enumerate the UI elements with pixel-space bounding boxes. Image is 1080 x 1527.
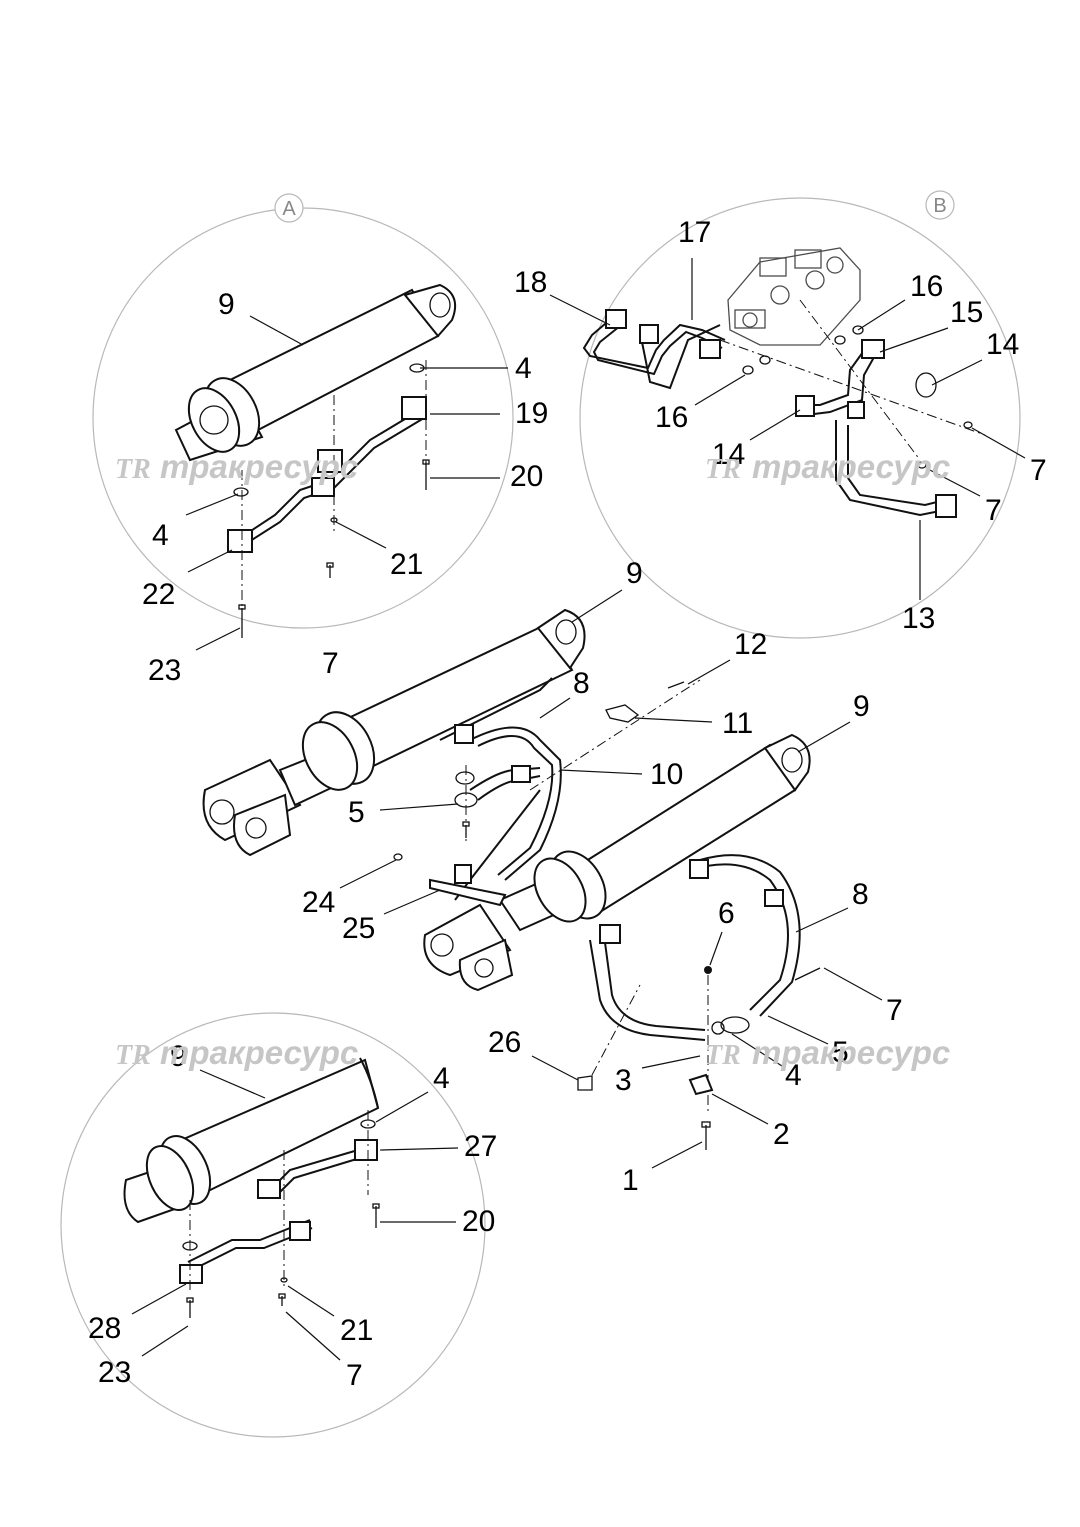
detail-b-circle [579,197,1021,639]
fasteners [393,679,821,1150]
detail-b-badge: B [933,195,946,217]
callout-b-7b: 7 [985,494,1002,527]
callout-main-4: 4 [785,1059,802,1092]
callout-a-4b: 4 [152,519,169,552]
callout-main-2: 2 [773,1118,790,1151]
watermark-logo: TR [115,454,151,485]
callout-c-7: 7 [346,1359,363,1392]
hydraulic-cylinder-right [423,733,811,992]
hydraulic-cylinder-a [174,283,456,462]
callout-b-14: 14 [986,328,1019,361]
callout-b-17: 17 [678,216,711,249]
callout-b-18: 18 [514,266,547,299]
callout-c-4: 4 [433,1062,450,1095]
watermark-logo: TR [705,454,741,485]
detail-c: 9 4 27 20 28 21 23 7 [60,1012,497,1438]
detail-a-circle [92,207,514,629]
watermark-text: тракресурс [752,448,950,485]
callout-main-1: 1 [622,1164,639,1197]
callout-c-20: 20 [462,1205,495,1238]
callout-main-8b: 8 [852,878,869,911]
callout-b-7: 7 [1030,454,1047,487]
watermark-4: TR тракресурс [705,1034,950,1071]
callout-main-7: 7 [886,994,903,1027]
callout-c-9: 9 [170,1040,187,1073]
callout-main-5: 5 [348,796,365,829]
callout-main-8: 8 [573,667,590,700]
callout-main-9b: 9 [853,690,870,723]
callout-b-13: 13 [902,602,935,635]
main-assembly: 9 12 8 11 9 10 5 24 25 6 8 7 26 3 5 4 2 … [202,557,903,1197]
tube-assembly-c [179,1139,378,1284]
callout-a-23: 23 [148,654,181,687]
hydraulic-cylinder-left [202,608,586,857]
tube-assembly-a [227,396,427,553]
detail-a-badge: A [282,198,296,220]
watermark-3: TR тракресурс [115,1034,358,1071]
callout-a-21: 21 [390,548,423,581]
callout-main-3: 3 [615,1064,632,1097]
callout-a-4: 4 [515,352,532,385]
callout-c-28: 28 [88,1312,121,1345]
callout-main-25: 25 [342,912,375,945]
callout-main-11: 11 [722,707,753,740]
detail-a-badge-ring [274,193,304,223]
watermark-text: тракресурс [160,1034,358,1071]
callout-c-21: 21 [340,1314,373,1347]
hydraulic-cylinder-c [123,1057,380,1224]
callout-a-19: 19 [515,397,548,430]
callout-main-24: 24 [302,886,335,919]
callout-main-9: 9 [626,557,643,590]
callout-b-14b: 14 [712,438,745,471]
watermark-1: TR тракресурс [115,448,358,485]
callout-c-27: 27 [464,1130,497,1163]
callout-c-23: 23 [98,1356,131,1389]
callout-a-7: 7 [322,647,339,680]
detail-b: B [514,190,1047,639]
callout-b-15: 15 [950,296,983,329]
callout-main-26: 26 [488,1026,521,1059]
callout-b-16b: 16 [655,401,688,434]
watermark-text: тракресурс [160,448,358,485]
callout-main-10: 10 [650,758,683,791]
tube-assembly-b-upper [582,309,726,390]
detail-a: A 9 4 [92,193,548,687]
detail-c-circle [60,1012,486,1438]
callout-a-22: 22 [142,578,175,611]
callout-main-5b: 5 [832,1036,849,1069]
control-valve-block [727,247,861,346]
tube-assembly-b-lower [795,339,957,518]
callout-main-12: 12 [734,628,767,661]
callout-a-20: 20 [510,460,543,493]
watermark-logo: TR [705,1040,741,1071]
callout-main-6: 6 [718,897,735,930]
watermark-text: тракресурс [752,1034,950,1071]
detail-b-badge-ring [925,190,955,220]
callout-a-9: 9 [218,288,235,321]
watermark-logo: TR [115,1040,151,1071]
hose-assembly [429,724,801,1041]
watermark-2: TR тракресурс [705,448,950,485]
callout-b-16: 16 [910,270,943,303]
